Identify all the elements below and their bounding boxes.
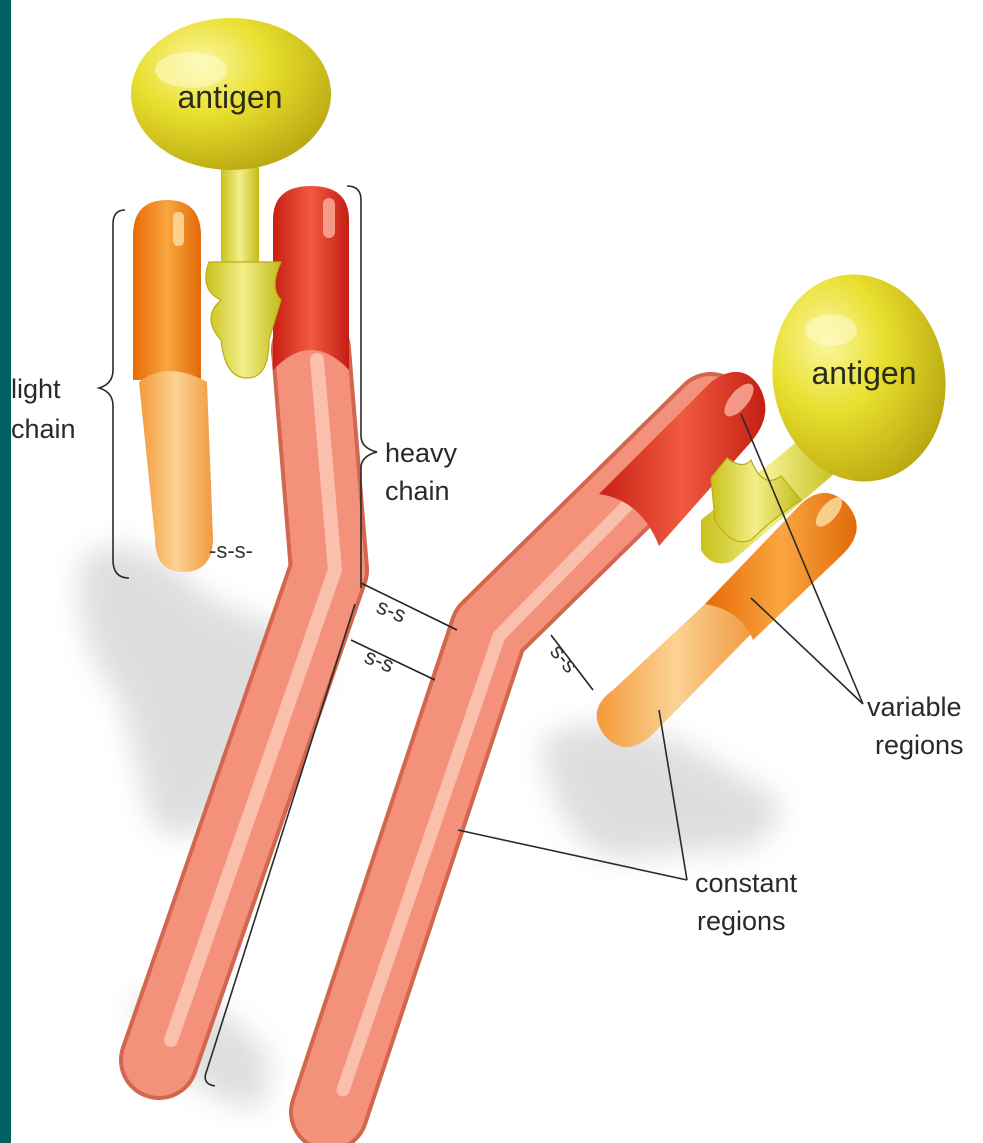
disulfide-hinge-upper-label: s-s [373, 593, 410, 627]
light-chain-bracket [99, 210, 129, 578]
antigen-right-shine [805, 314, 857, 346]
shadow-right [541, 724, 781, 860]
left-light-chain [133, 200, 213, 572]
heavy-chain-label-line1: heavy [385, 438, 458, 468]
light-chain-label-line1: light [11, 374, 61, 404]
left-heavy-variable-region [273, 186, 349, 370]
antigen-top-label: antigen [178, 79, 283, 115]
light-chain-label-line2: chain [11, 414, 76, 444]
left-light-variable-region [133, 200, 201, 380]
antibody-diagram: antigen antigen -s-s- s-s s-s s-s [11, 0, 983, 1143]
left-light-highlight [173, 212, 184, 246]
constant-regions-label-line2: regions [697, 906, 786, 936]
constant-regions-label-line1: constant [695, 868, 798, 898]
variable-regions-label-line2: regions [875, 730, 964, 760]
disulfide-hinge-lower-label: s-s [361, 643, 398, 677]
left-light-constant-region [139, 371, 213, 572]
variable-regions-label-line1: variable [867, 692, 962, 722]
antibody-figure: antigen antigen -s-s- s-s s-s s-s [11, 0, 983, 1143]
disulfide-light-left-label: -s-s- [209, 538, 253, 563]
heavy-chain-label-line2: chain [385, 476, 450, 506]
right-light-constant-region [597, 604, 753, 747]
antigen-right-label: antigen [812, 355, 917, 391]
antigen-top-key [206, 262, 281, 378]
left-edge-bar [0, 0, 11, 1143]
left-heavy-variable-highlight [323, 198, 335, 238]
pointer-variable-2 [751, 598, 863, 704]
disulfide-line-upper [361, 583, 457, 630]
disulfide-light-right-label: s-s [545, 639, 583, 678]
